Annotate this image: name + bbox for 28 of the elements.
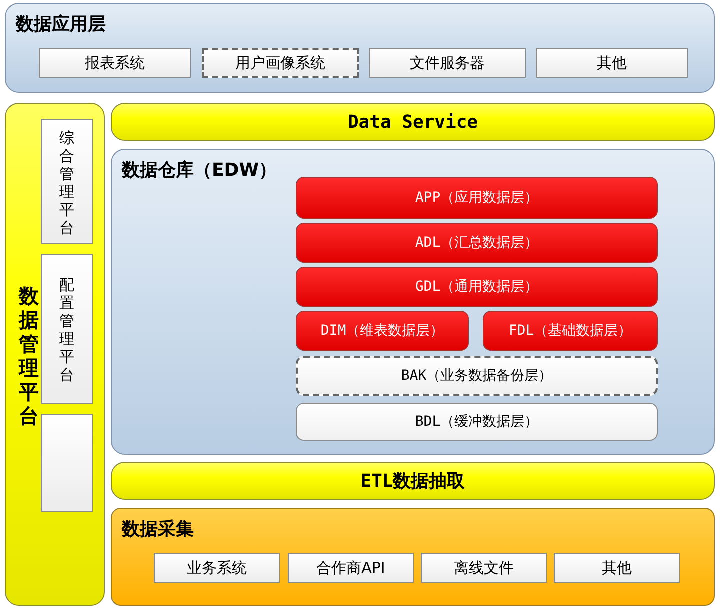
layer-band: ETL数据抽取 [111,462,715,500]
layer-panel [111,149,715,455]
system-box: 离线文件 [421,553,547,583]
tool-box: 综合管理平台 [41,119,93,244]
layer-box: GDL（通用数据层） [296,267,658,307]
system-box: 用户画像系统 [202,48,359,78]
system-box: 其他 [554,553,680,583]
system-box: 报表系统 [39,48,191,78]
system-box: 业务系统 [154,553,280,583]
system-box: 其他 [536,48,688,78]
system-box: 合作商API [288,553,414,583]
empty-box [41,414,93,512]
layer-box: APP（应用数据层） [296,177,658,219]
layer-box: DIM（维表数据层） [296,311,469,351]
layer-title: 数据仓库（EDW） [122,159,278,182]
platform-panel [5,103,105,606]
tool-box: 配置管理平台 [41,254,93,404]
layer-panel [5,3,715,93]
layer-title: 数据采集 [122,518,194,541]
layer-title: 数据管理平台 [18,284,40,428]
layer-title: 数据应用层 [16,13,106,36]
system-box: 文件服务器 [369,48,526,78]
layer-box: BDL（缓冲数据层） [296,403,658,441]
layer-band: Data Service [111,103,715,141]
layer-box: ADL（汇总数据层） [296,223,658,263]
layer-panel [111,508,715,606]
layer-box: BAK（业务数据备份层） [296,356,658,396]
layer-box: FDL（基础数据层） [483,311,658,351]
